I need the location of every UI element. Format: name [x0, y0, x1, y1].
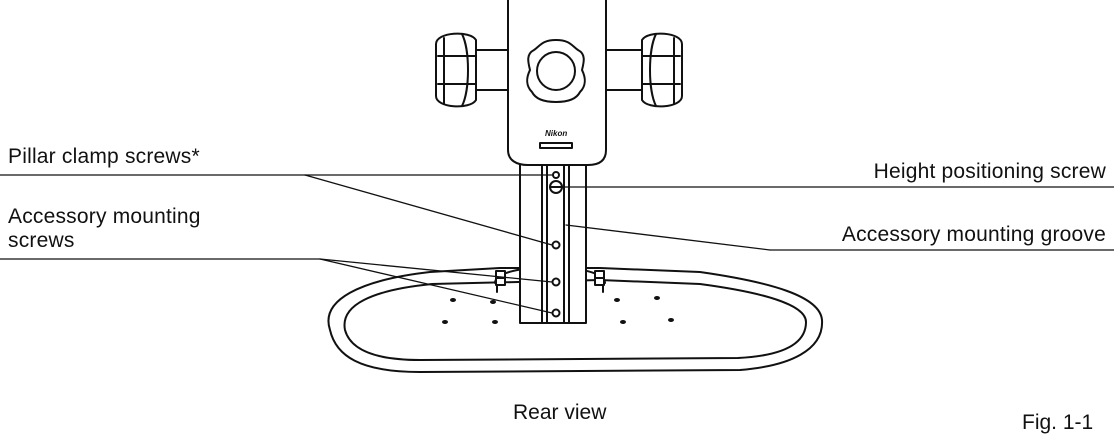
label-accessory-mounting-groove: Accessory mounting groove	[841, 223, 1106, 246]
top-clamp-screw	[552, 171, 560, 179]
leader-pillar-clamp-lower	[304, 174, 553, 246]
right-focus-knob	[641, 32, 683, 108]
tension-knob	[526, 39, 586, 103]
accessory-screw-2	[551, 308, 561, 318]
label-accessory-mounting-screws: Accessory mounting screws	[8, 205, 201, 253]
leader-lines	[0, 174, 1114, 314]
figure-caption: Rear view	[513, 401, 607, 424]
label-height-positioning-screw: Height positioning screw	[873, 160, 1106, 183]
clamp-screw-1	[551, 240, 561, 250]
leader-accessory-screw-2	[319, 258, 553, 314]
focus-shafts	[475, 49, 643, 91]
leader-accessory-screw-1	[319, 258, 553, 283]
pillar	[519, 159, 587, 324]
accessory-screw-1	[551, 277, 561, 287]
leader-groove	[565, 224, 771, 251]
nameplate	[539, 142, 573, 149]
label-pillar-clamp-screws: Pillar clamp screws*	[8, 145, 200, 168]
logo-text: Nikon	[545, 129, 567, 138]
figure-number: Fig. 1-1	[1022, 411, 1094, 434]
base-holes	[442, 296, 674, 324]
left-focus-knob	[435, 32, 477, 108]
